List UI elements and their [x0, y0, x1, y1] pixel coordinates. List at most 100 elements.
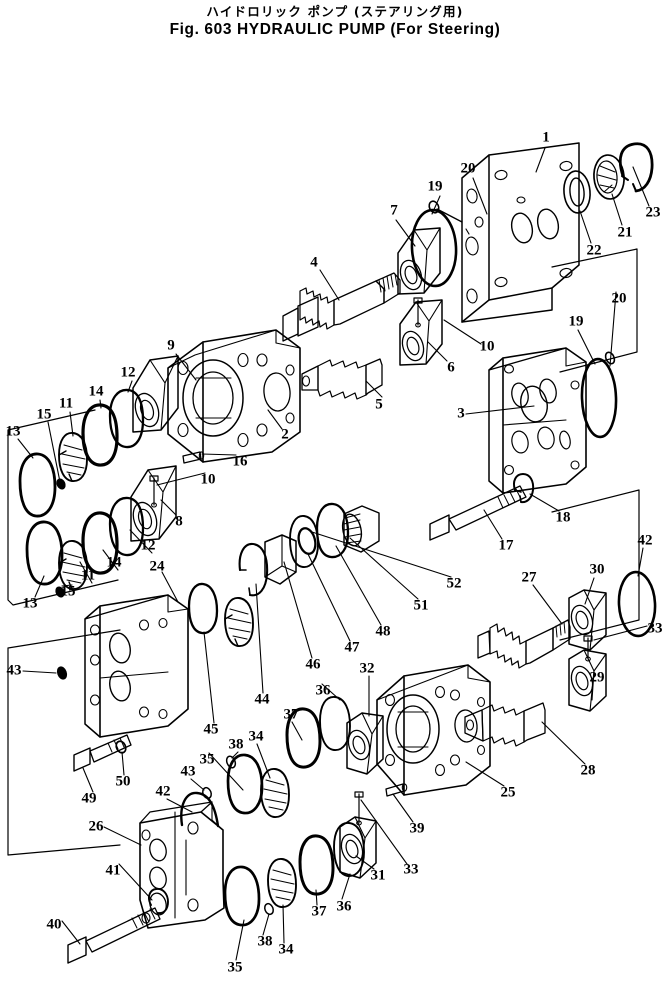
part-13a-o-ring: [18, 452, 57, 518]
part-20b-pin: [604, 351, 616, 365]
part-50-washer: [115, 740, 127, 754]
callout-number-40: 40: [46, 916, 62, 933]
part-51-needle-bearing: [341, 505, 380, 553]
part-14b-seal: [81, 511, 119, 575]
part-22-seal: [563, 170, 591, 214]
callout-number-13a: 13: [5, 423, 21, 440]
callout-number-8: 8: [175, 513, 183, 530]
callout-number-10b: 10: [200, 471, 216, 488]
callout-number-35a: 35: [199, 751, 215, 768]
figure-title-japanese: ハイドロリック ポンプ (ステアリング用): [206, 4, 464, 19]
part-3-cover-plate: [488, 347, 587, 494]
part-23-snap-ring: [618, 142, 654, 193]
part-33b-pin: [354, 791, 364, 826]
callout-number-36a: 36: [315, 682, 331, 699]
callout-number-11a: 11: [58, 395, 74, 412]
callout-number-4: 4: [310, 254, 318, 271]
callout-number-15b: 15: [60, 583, 76, 600]
callout-number-10a: 10: [479, 338, 495, 355]
part-34b-seal: [260, 768, 290, 818]
part-20a-pin: [428, 200, 463, 223]
callout-number-34a: 34: [248, 728, 264, 745]
part-42a-o-ring: [617, 570, 657, 638]
part-47-ring: [289, 515, 319, 568]
callout-number-43b: 43: [180, 763, 196, 780]
callout-number-41: 41: [105, 862, 121, 879]
callout-number-14a: 14: [88, 383, 104, 400]
part-32-bushing: [346, 712, 384, 775]
part-11a-seal: [58, 432, 88, 482]
part-1-cover-body: [461, 142, 580, 323]
part-38b-pin: [264, 902, 274, 916]
callout-number-51: 51: [413, 597, 429, 614]
callout-number-42a: 42: [637, 532, 653, 549]
callout-number-18: 18: [555, 509, 571, 526]
callout-number-24: 24: [149, 558, 165, 575]
callout-number-38a: 38: [228, 736, 244, 753]
callout-number-48: 48: [375, 623, 391, 640]
group-frame-right-lower: [551, 489, 640, 641]
callout-number-30: 30: [589, 561, 605, 578]
part-36a-ring: [319, 696, 351, 751]
part-34a-seal: [224, 597, 254, 647]
part-34c-seal: [267, 858, 297, 908]
callout-number-9: 9: [167, 337, 175, 354]
leader-lines: [17, 147, 650, 961]
figure-title-block: ハイドロリック ポンプ (ステアリング用) Fig. 603 HYDRAULIC…: [0, 4, 670, 39]
callout-number-13b: 13: [22, 595, 38, 612]
part-35a-o-ring: [226, 753, 264, 815]
callout-number-32: 32: [359, 660, 375, 677]
callout-number-12b: 12: [140, 537, 156, 554]
part-14a-seal: [81, 403, 119, 467]
callout-number-34b: 34: [278, 941, 294, 958]
part-52-o-ring: [297, 527, 317, 555]
part-9-bushing: [132, 355, 179, 433]
callout-number-47: 47: [344, 639, 360, 656]
callout-number-35b: 35: [227, 959, 243, 976]
callout-number-5: 5: [375, 396, 383, 413]
callout-number-20b: 20: [611, 290, 627, 307]
callout-number-43a: 43: [6, 662, 22, 679]
part-33a-pin: [583, 635, 593, 662]
callout-number-33b: 33: [403, 861, 419, 878]
callout-number-15a: 15: [36, 406, 52, 423]
callout-number-28: 28: [580, 762, 596, 779]
part-45-o-ring: [187, 582, 219, 635]
callout-number-6: 6: [447, 359, 455, 376]
callout-number-27: 27: [521, 569, 537, 586]
part-49-bolt: [73, 734, 132, 772]
part-13b-o-ring: [25, 520, 64, 586]
part-41-washer: [148, 887, 169, 915]
callout-number-2: 2: [281, 426, 289, 443]
part-18-washer: [513, 473, 535, 504]
callout-number-25: 25: [500, 784, 516, 801]
callout-number-33a: 33: [647, 620, 663, 637]
callout-number-21: 21: [617, 224, 633, 241]
part-4-drive-shaft-gear: [282, 272, 401, 342]
part-26-cover: [139, 801, 225, 929]
part-19a-o-ring: [410, 208, 458, 288]
part-46-bushing: [264, 534, 297, 585]
group-frame-right-upper: [551, 248, 638, 373]
callout-number-39: 39: [409, 820, 425, 837]
part-12b-seal-ring: [108, 496, 145, 557]
callout-number-7: 7: [390, 202, 398, 219]
part-10b-pin: [149, 475, 159, 508]
part-43a-pin: [56, 666, 68, 680]
group-frame-left-lower: [7, 629, 121, 856]
part-39-pin: [385, 783, 408, 797]
part-24-cover: [84, 594, 189, 738]
callout-number-1: 1: [542, 129, 550, 146]
callout-number-19b: 19: [568, 313, 584, 330]
part-17-bolt: [429, 485, 527, 541]
part-40-bolt: [67, 907, 161, 964]
callout-number-37a: 37: [283, 706, 299, 723]
callout-number-44: 44: [254, 691, 270, 708]
callout-number-29: 29: [589, 669, 605, 686]
callout-number-36b: 36: [336, 898, 352, 915]
part-37b-seal: [298, 834, 335, 896]
group-frame-left-upper: [7, 409, 119, 606]
callout-number-42b: 42: [155, 783, 171, 800]
part-6-bushing: [399, 299, 443, 366]
